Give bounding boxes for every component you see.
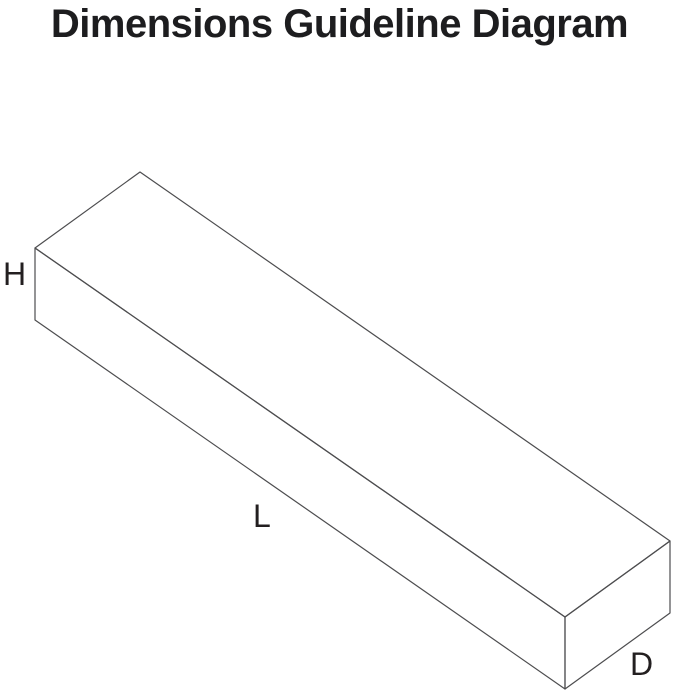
depth-label: D bbox=[630, 646, 654, 682]
box-top-face bbox=[34, 171, 671, 618]
length-label: L bbox=[253, 498, 271, 534]
box-outline bbox=[34, 171, 671, 690]
box-front-face bbox=[34, 247, 566, 690]
box-right-face bbox=[564, 540, 671, 690]
page-title: Dimensions Guideline Diagram bbox=[50, 2, 629, 46]
height-label: H bbox=[3, 256, 27, 292]
